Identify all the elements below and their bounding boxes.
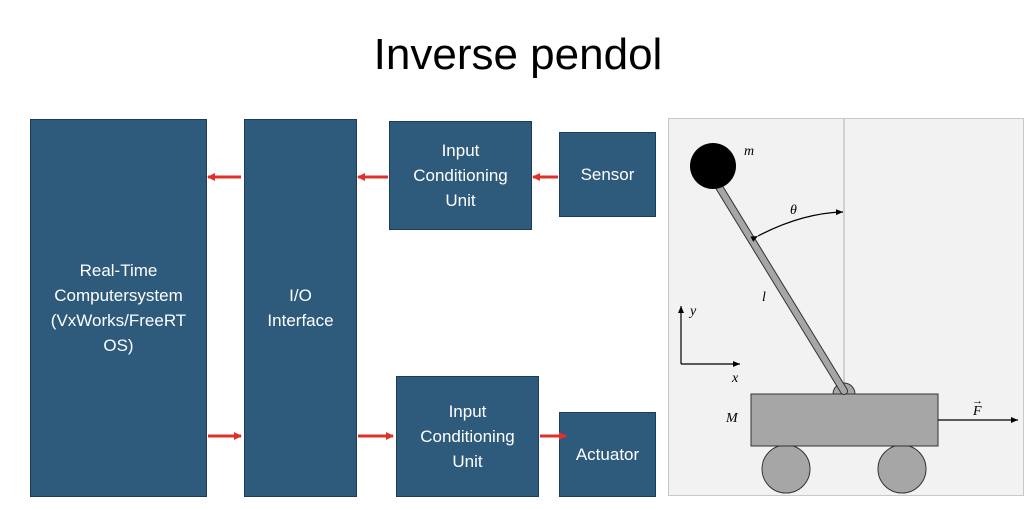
pendulum-mass — [690, 143, 736, 189]
cart-body — [750, 393, 939, 447]
angle-label: θ — [790, 203, 797, 218]
force-label: F — [972, 404, 982, 419]
force-vector-mark: → — [972, 395, 983, 407]
inverted-pendulum-figure: m θ l y x M → F — [668, 118, 1024, 496]
input-conditioning-unit-bottom-block: Input Conditioning Unit — [396, 376, 539, 497]
angle-arc — [750, 209, 844, 242]
real-time-computer-system-block: Real-Time Computersystem (VxWorks/FreeRT… — [30, 119, 207, 497]
pendulum-rod — [702, 161, 847, 394]
mass-label: m — [744, 144, 754, 159]
y-axis-label: y — [688, 304, 697, 319]
x-axis-label: x — [731, 371, 739, 386]
wheel-left — [761, 444, 811, 494]
diagram-title: Inverse pendol — [373, 30, 663, 79]
actuator-block: Actuator — [559, 412, 656, 497]
wheel-right — [877, 444, 927, 494]
input-conditioning-unit-top-block: Input Conditioning Unit — [389, 121, 532, 230]
cart-label: M — [725, 411, 739, 426]
length-label: l — [762, 290, 766, 305]
sensor-block: Sensor — [559, 132, 656, 217]
io-interface-block: I/O Interface — [244, 119, 357, 497]
